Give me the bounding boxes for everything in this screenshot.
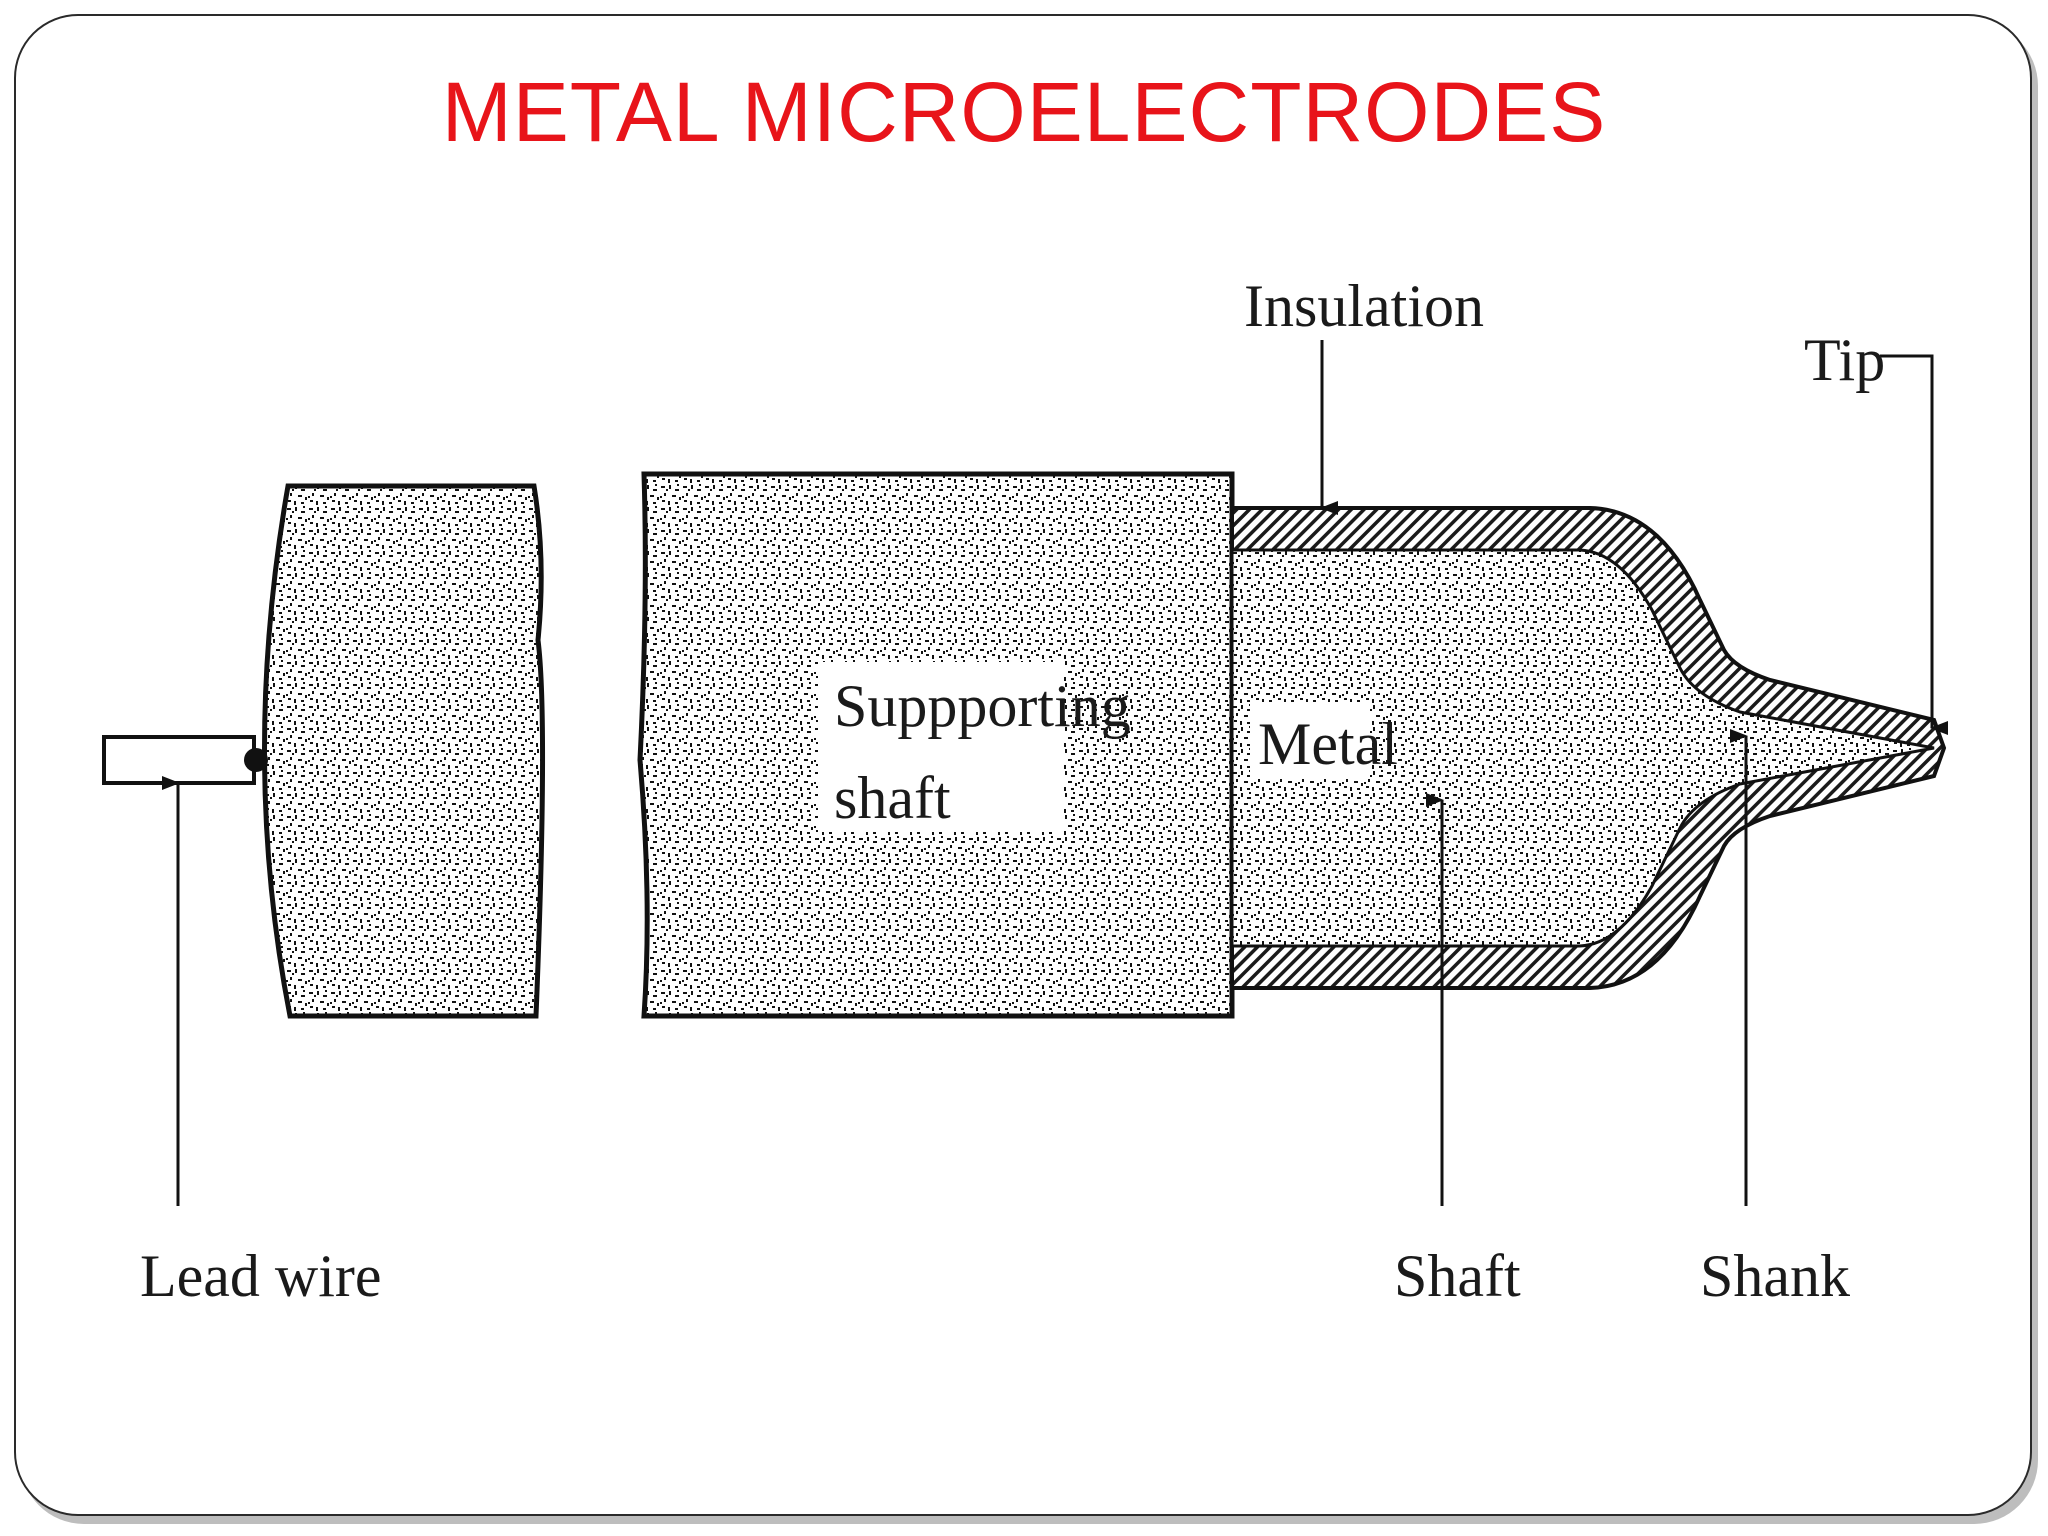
supporting-shaft-label-bg	[818, 662, 1064, 832]
slide-title: METAL MICROELECTRODES	[441, 65, 1607, 159]
supporting-shaft-label-line1: Suppporting	[834, 673, 1131, 739]
lead-wire-label: Lead wire	[140, 1243, 382, 1309]
metal-label-bg	[1250, 702, 1370, 778]
shaft-label: Shaft	[1394, 1243, 1521, 1309]
tip-label: Tip	[1804, 327, 1885, 393]
lead-wire	[102, 735, 256, 785]
shank-label: Shank	[1700, 1243, 1850, 1309]
metal-label: Metal	[1258, 711, 1398, 777]
left-shaft-block	[262, 483, 546, 1019]
lead-wire-joint	[244, 748, 268, 772]
tip-pointer	[1880, 354, 1948, 735]
metal-core	[1230, 548, 1935, 948]
insulation-label: Insulation	[1244, 273, 1484, 339]
supporting-shaft-label-line2: shaft	[834, 765, 951, 831]
